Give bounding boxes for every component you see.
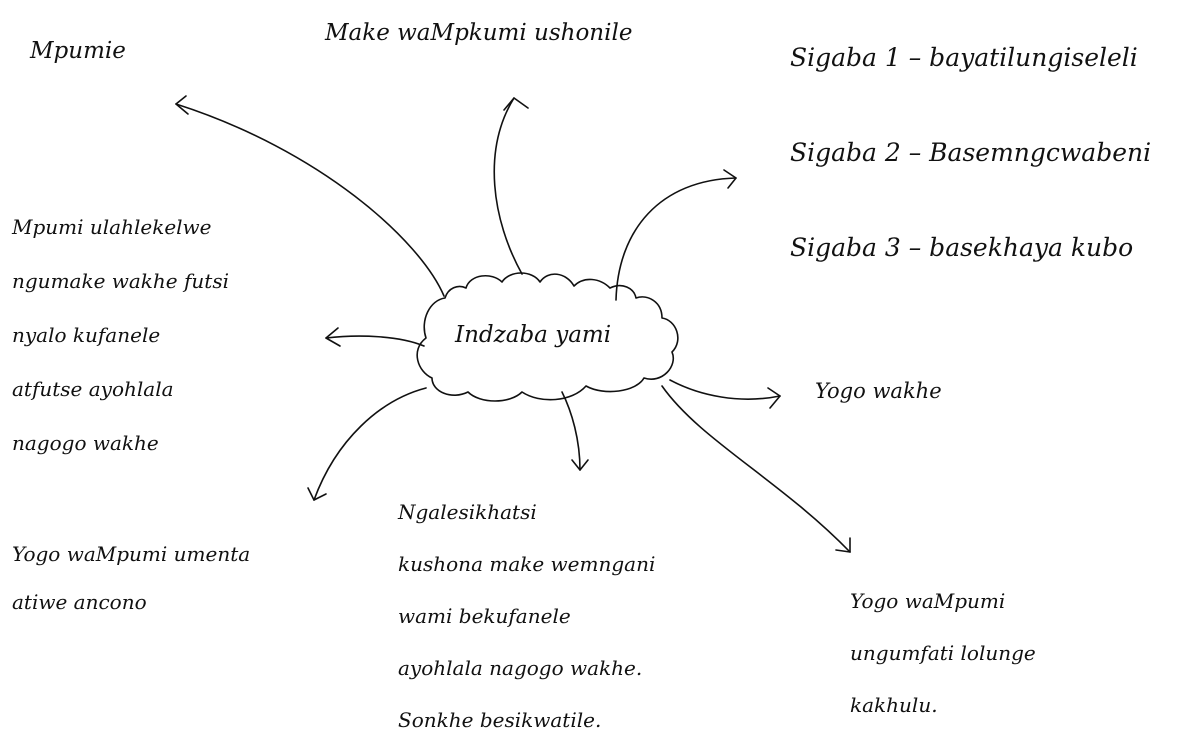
note-line: atfutse ayohlala (12, 377, 174, 401)
center-cloud-outline (416, 272, 679, 402)
arrowhead-sigaba (723, 169, 737, 189)
note-line: ayohlala nagogo wakhe. (398, 656, 643, 680)
arrow-to-left-text (325, 335, 425, 347)
note-line: Make waMpkumi ushonile (325, 20, 633, 46)
note-bottom-left: Yogo waMpumi umenta atiwe ancono (12, 530, 250, 626)
arrow-to-bottom-left (313, 387, 427, 501)
note-yogo-wakhe: Yogo wakhe (815, 379, 942, 403)
note-line: Sonkhe besikwatile. (398, 708, 602, 732)
arrow-to-bottom-right (661, 385, 851, 553)
note-mpumie: Mpumie (30, 38, 126, 64)
note-line: Mpumi ulahlekelwe (12, 215, 212, 239)
note-line: ungumfati lolunge (850, 641, 1036, 665)
arrowhead-yogo-wakhe (767, 387, 781, 409)
note-line: nyalo kufanele (12, 323, 161, 347)
note-left-paragraph: Mpumi ulahlekelwe ngumake wakhe futsi ny… (12, 200, 229, 470)
note-bottom-right: Yogo waMpumi ungumfati lolunge kakhulu. (850, 575, 1036, 731)
arrow-to-yogo-wakhe (669, 379, 781, 400)
note-line: atiwe ancono (12, 590, 147, 614)
note-line: kushona make wemngani (398, 552, 656, 576)
arrow-to-sigaba (615, 177, 737, 301)
note-line: Yogo wakhe (815, 379, 942, 403)
note-line: Yogo waMpumi (850, 589, 1006, 613)
note-line: kakhulu. (850, 693, 938, 717)
sigaba-2: Sigaba 2 – Basemngcwabeni (790, 138, 1152, 167)
sigaba-3: Sigaba 3 – basekhaya kubo (790, 233, 1134, 262)
arrowhead-mpumie (175, 95, 189, 115)
arrow-to-mpumie (175, 103, 445, 297)
note-sigaba-list: Sigaba 1 – bayatilungiseleli Sigaba 2 – … (790, 10, 1151, 295)
note-line: Ngalesikhatsi (398, 500, 537, 524)
arrow-to-make (493, 97, 523, 275)
arrowhead-bottom-left (307, 487, 327, 501)
note-line: nagogo wakhe (12, 431, 159, 455)
arrowhead-left-text (325, 327, 341, 347)
arrowhead-bottom-right (835, 537, 851, 553)
note-line: Mpumie (30, 38, 126, 64)
arrow-to-bottom-text (561, 391, 581, 471)
note-bottom-paragraph: Ngalesikhatsi kushona make wemngani wami… (398, 486, 655, 735)
note-line: ngumake wakhe futsi (12, 269, 229, 293)
note-line: wami bekufanele (398, 604, 571, 628)
note-line: Yogo waMpumi umenta (12, 542, 251, 566)
center-topic-label: Indzaba yami (455, 322, 612, 348)
arrowhead-bottom-text (571, 459, 589, 471)
arrowhead-make (503, 97, 529, 111)
note-make-ushonile: Make waMpkumi ushonile (325, 20, 632, 46)
sigaba-1: Sigaba 1 – bayatilungiseleli (790, 43, 1138, 72)
